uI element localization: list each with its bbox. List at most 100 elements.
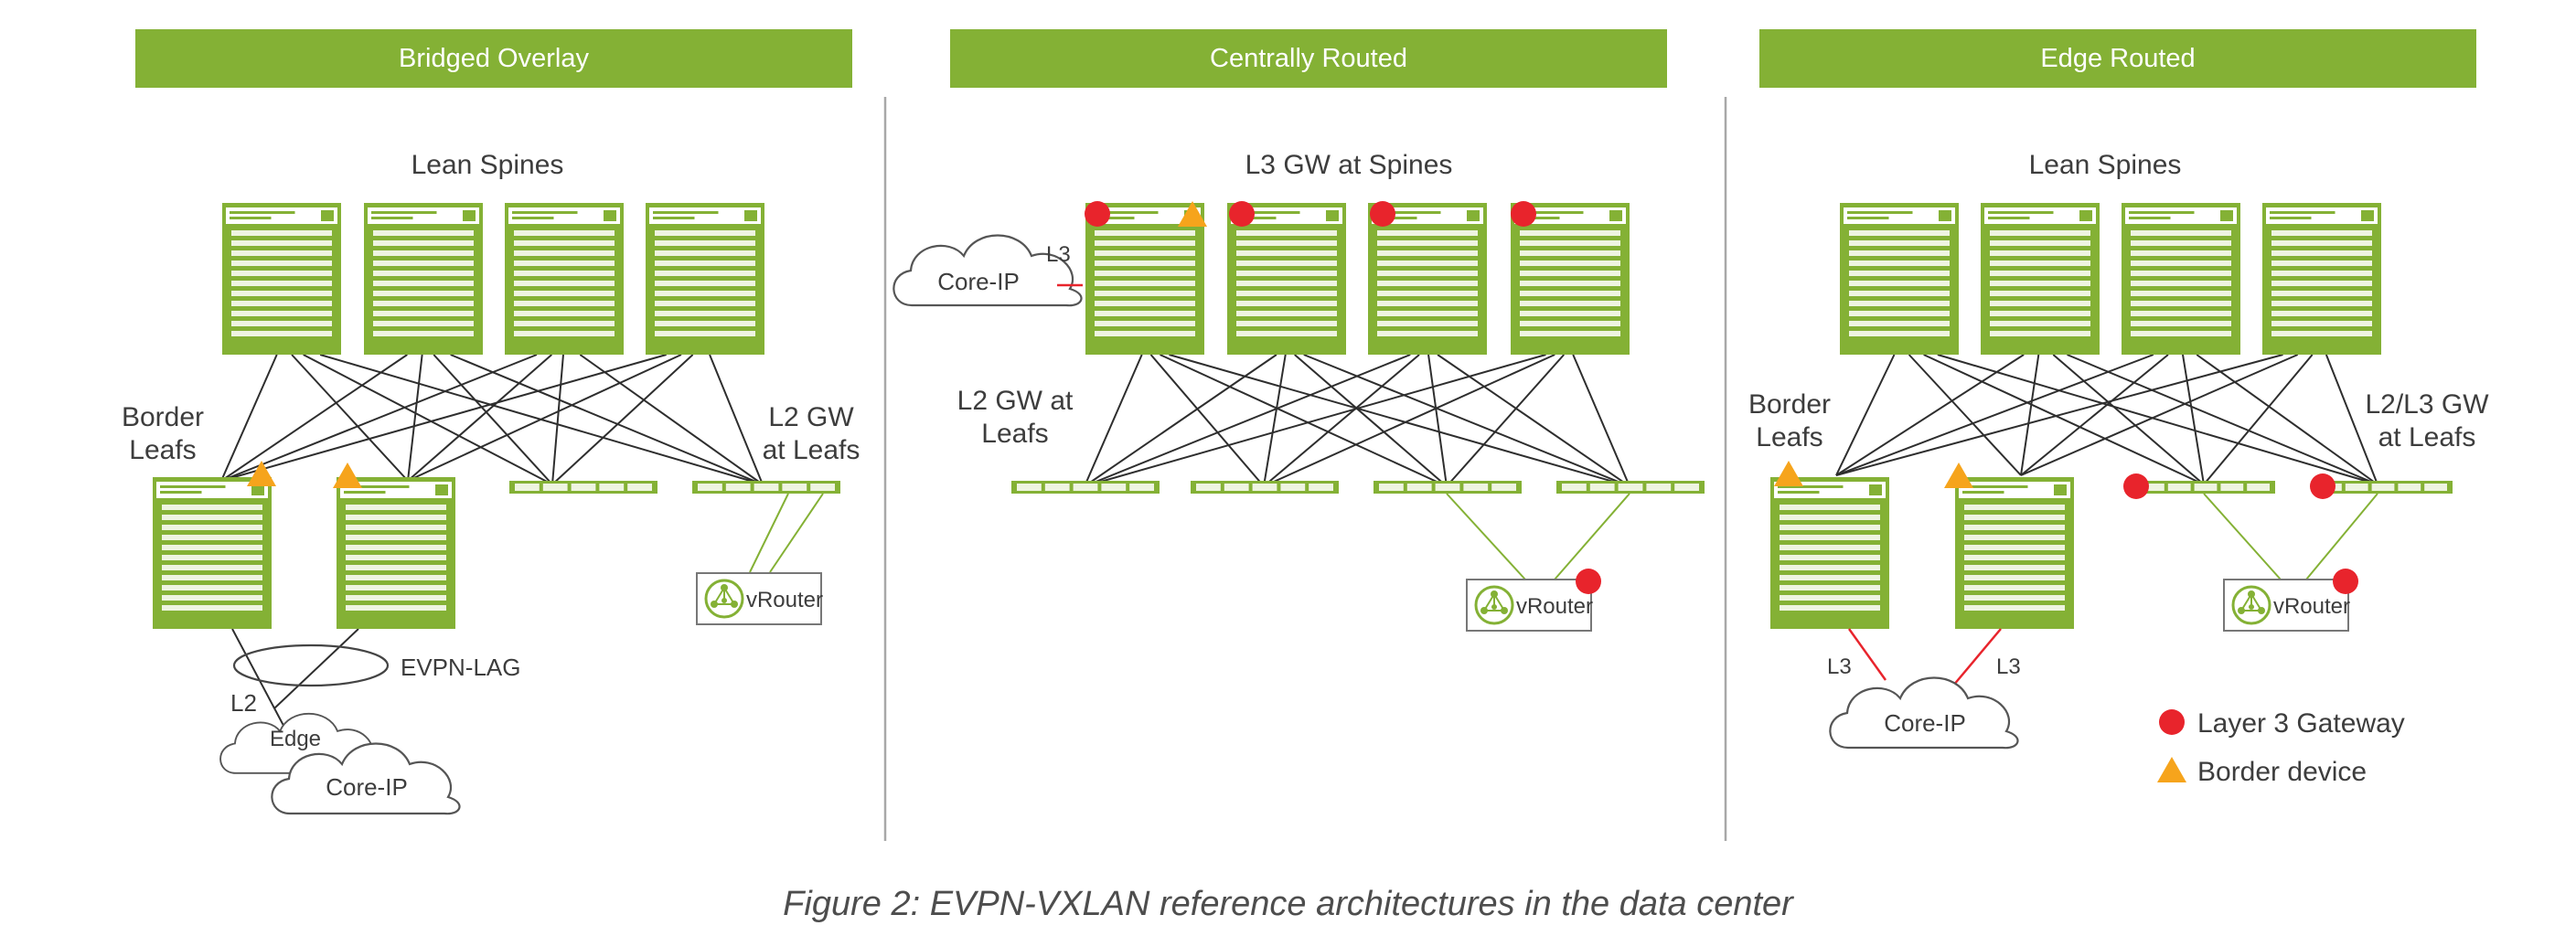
link — [273, 628, 359, 709]
link — [2196, 354, 2378, 485]
link — [1835, 354, 2283, 476]
switch-tall — [1955, 477, 2074, 629]
link — [1263, 354, 1287, 487]
link — [1572, 354, 1630, 487]
figure-caption: Figure 2: EVPN-VXLAN reference architect… — [783, 885, 1793, 923]
link — [450, 354, 764, 485]
link — [1446, 493, 1526, 580]
vrouter-label: vRouter — [2273, 594, 2350, 619]
switch-flat — [1011, 481, 1160, 494]
link — [1084, 354, 1411, 487]
link — [220, 354, 278, 482]
vrouter: vRouter — [2223, 569, 2358, 632]
link — [1554, 493, 1630, 580]
border-marker — [1944, 463, 1973, 488]
gateway-marker — [1576, 569, 1601, 594]
vrouter-label: vRouter — [746, 588, 823, 612]
core-ip-cloud-label: Core-IP — [1884, 709, 1966, 737]
edge-cloud-label: Edge — [270, 727, 321, 751]
panel-header-bridged-overlay: Bridged Overlay — [135, 29, 852, 88]
border-leafs-label-line2: Leafs — [129, 435, 196, 465]
orange-triangle-icon — [2157, 757, 2186, 782]
switch-tall — [337, 477, 455, 629]
link — [1084, 354, 1143, 487]
link — [2020, 354, 2040, 476]
l3-link — [1847, 628, 1887, 681]
gateway-marker — [2310, 473, 2336, 499]
link — [1084, 354, 1277, 487]
link — [2020, 354, 2299, 476]
border-marker — [1774, 461, 1803, 486]
switch-tall — [1368, 203, 1487, 355]
link — [1937, 354, 2378, 485]
border-leafs-label-line1: Border — [1748, 389, 1831, 420]
gateway-marker — [1370, 201, 1395, 227]
vrouter-label: vRouter — [1516, 594, 1593, 619]
link — [407, 354, 552, 482]
link — [2305, 493, 2378, 580]
gateway-marker — [1085, 201, 1110, 227]
spine-label: Lean Spines — [2029, 150, 2182, 180]
l3-link-label: L3 — [1046, 242, 1071, 267]
switch-tall — [505, 203, 624, 355]
switch-tall — [1981, 203, 2100, 355]
vrouter: vRouter — [1466, 569, 1601, 632]
switch-flat — [1374, 481, 1522, 494]
link — [1446, 354, 1565, 487]
link — [2067, 354, 2378, 485]
l3-link — [1952, 628, 2002, 686]
link — [1294, 354, 1448, 487]
spine-label: L3 GW at Spines — [1245, 150, 1453, 180]
link — [1263, 354, 1420, 487]
switch-tall — [1085, 203, 1204, 355]
spine-label: Lean Spines — [412, 150, 564, 180]
link — [2052, 354, 2205, 485]
l2-gw-label-line1: L2 GW at — [957, 386, 1074, 416]
switch-tall — [646, 203, 764, 355]
link — [1923, 354, 2205, 485]
link — [220, 354, 667, 482]
link — [303, 354, 553, 485]
link — [709, 354, 764, 485]
l2-gw-label-line2: at Leafs — [763, 435, 860, 465]
link — [2020, 354, 2169, 476]
link — [2182, 354, 2205, 485]
link — [1835, 354, 2025, 476]
link — [551, 354, 564, 485]
link — [291, 354, 409, 482]
l3-link-label: L3 — [1996, 654, 2021, 679]
link — [1169, 354, 1630, 487]
l2-gw-label-line2: Leafs — [981, 419, 1048, 449]
core-ip-cloud-label: Core-IP — [326, 773, 408, 801]
switch-flat — [1191, 481, 1339, 494]
border-marker — [333, 463, 362, 488]
link — [2203, 493, 2282, 580]
border-leafs-label-line2: Leafs — [1756, 422, 1822, 452]
l2-link-label: L2 — [230, 689, 257, 717]
vrouter-icon — [1474, 585, 1514, 625]
link — [1427, 354, 1448, 487]
switch-flat — [509, 481, 657, 494]
switch-tall — [1770, 477, 1889, 629]
switch-flat — [1556, 481, 1705, 494]
link — [433, 354, 553, 485]
l2-l3-gw-label-line2: at Leafs — [2378, 422, 2476, 452]
link — [407, 354, 682, 482]
switch-tall — [1840, 203, 1959, 355]
evpn-lag-label: EVPN-LAG — [401, 654, 521, 681]
legend-border-label: Border device — [2197, 757, 2367, 787]
red-circle-icon — [2159, 709, 2185, 735]
link — [220, 354, 408, 482]
switch-flat — [2136, 481, 2275, 494]
switch-tall — [1511, 203, 1630, 355]
switch-tall — [2122, 203, 2240, 355]
link — [1160, 354, 1448, 487]
border-marker — [247, 461, 276, 486]
link — [1908, 354, 2022, 476]
link — [1149, 354, 1265, 487]
vrouter-icon — [2231, 585, 2271, 625]
vrouter: vRouter — [696, 572, 823, 625]
link — [1263, 354, 1555, 487]
